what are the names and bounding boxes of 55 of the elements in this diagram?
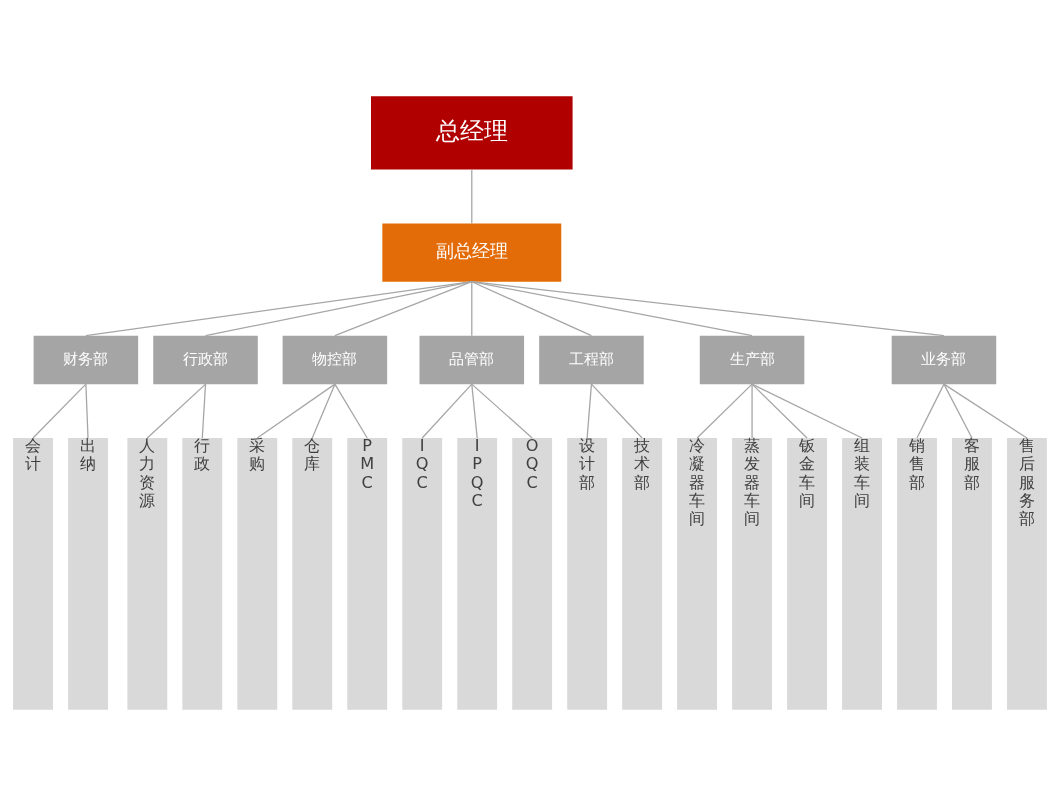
connector [334, 280, 473, 336]
connector [916, 383, 945, 439]
node-box: 售后服务部 [1007, 437, 1047, 710]
connector [586, 383, 593, 439]
node-box: 会计 [13, 437, 53, 710]
connector [471, 280, 945, 336]
node-box: 技术部 [622, 437, 663, 710]
connector [751, 383, 863, 439]
connector [334, 383, 368, 439]
connector [751, 383, 808, 439]
node-box: 工程部 [539, 335, 644, 384]
connector [311, 383, 336, 439]
node-box: 行政部 [153, 335, 258, 384]
connector [471, 168, 473, 224]
connector [471, 383, 533, 439]
node-box: 品管部 [419, 335, 525, 384]
connector [471, 280, 753, 336]
node-box: 钣金车间 [787, 437, 827, 710]
connector [471, 280, 473, 336]
connector [85, 280, 473, 336]
node-box: 仓库 [292, 437, 333, 710]
node-box: PMC [347, 437, 388, 710]
node-box: 冷凝器车间 [677, 437, 718, 710]
node-box: 总经理 [371, 95, 573, 170]
connector [590, 383, 643, 439]
node-box: 设计部 [567, 437, 608, 710]
connector [204, 280, 473, 336]
connector [943, 383, 1028, 439]
node-box: 行政 [182, 437, 223, 710]
node-box: 客服部 [952, 437, 992, 710]
node-box: OQC [512, 437, 553, 710]
node-box: 蒸发器车间 [732, 437, 772, 710]
connector [421, 383, 473, 439]
connector [146, 383, 207, 439]
connector [471, 280, 593, 336]
node-box: 生产部 [699, 335, 805, 384]
connector [256, 383, 336, 439]
connector [943, 383, 973, 439]
node-box: 出纳 [68, 437, 108, 710]
connector [201, 383, 207, 439]
connector [696, 383, 753, 439]
node-box: IQC [402, 437, 443, 710]
connector [32, 383, 87, 439]
node-box: 财务部 [33, 335, 139, 384]
node-box: 组装车间 [842, 437, 882, 710]
node-box: IPQC [457, 437, 498, 710]
connector [85, 383, 89, 439]
node-box: 物控部 [282, 335, 388, 384]
connector [751, 383, 753, 439]
connector [471, 383, 478, 439]
node-box: 人力资源 [127, 437, 168, 710]
node-box: 副总经理 [382, 223, 562, 282]
node-box: 销售部 [897, 437, 937, 710]
node-box: 业务部 [891, 335, 997, 384]
node-box: 采购 [237, 437, 278, 710]
